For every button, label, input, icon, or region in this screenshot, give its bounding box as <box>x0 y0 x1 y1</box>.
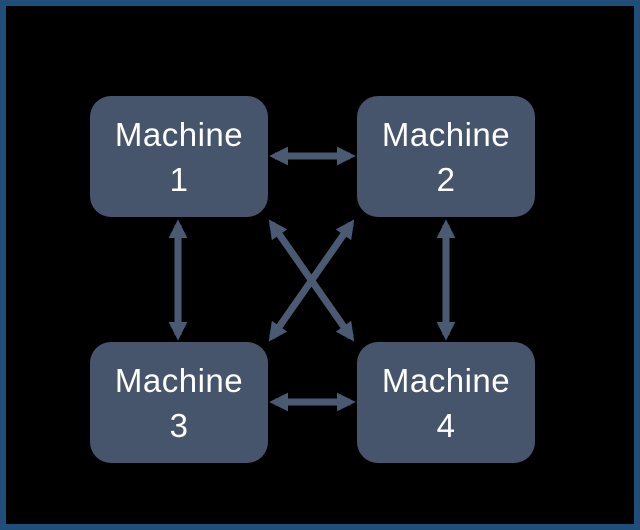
node-machine-1-line1: Machine <box>114 115 244 153</box>
node-machine-1-label: Machine 1 <box>115 112 243 202</box>
node-machine-3: Machine 3 <box>90 342 268 463</box>
node-machine-3-line2: 3 <box>169 406 189 444</box>
node-machine-4-line1: Machine <box>381 361 511 399</box>
edges-layer <box>168 146 456 412</box>
node-machine-4: Machine 4 <box>357 342 535 463</box>
node-machine-1-line2: 1 <box>169 160 189 198</box>
node-machine-3-line1: Machine <box>114 361 244 399</box>
node-machine-2: Machine 2 <box>357 96 535 217</box>
node-machine-4-label: Machine 4 <box>382 358 510 448</box>
node-machine-2-line2: 2 <box>436 160 456 198</box>
node-machine-1: Machine 1 <box>90 96 268 217</box>
node-machine-4-line2: 4 <box>436 406 456 444</box>
node-machine-2-label: Machine 2 <box>382 112 510 202</box>
edge-machine2-machine3 <box>268 219 355 342</box>
node-machine-3-label: Machine 3 <box>115 358 243 448</box>
node-machine-2-line1: Machine <box>381 115 511 153</box>
